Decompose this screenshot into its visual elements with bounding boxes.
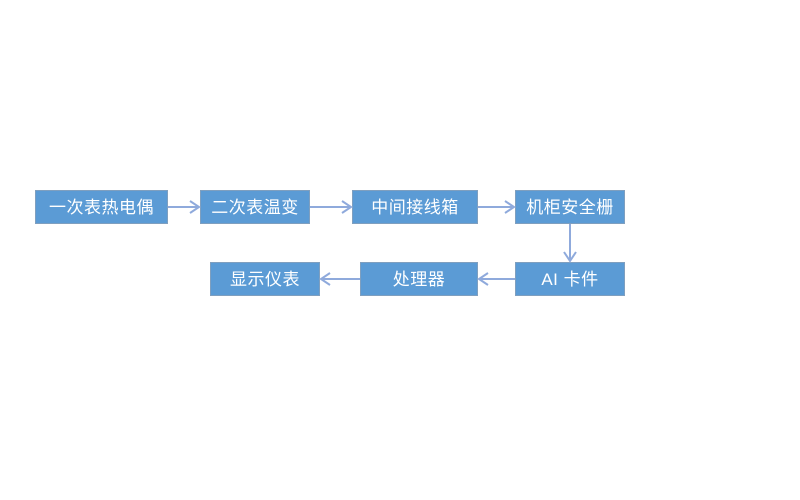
node-transmitter[interactable]: 二次表温变 (200, 190, 310, 224)
node-thermocouple-label: 一次表热电偶 (49, 197, 154, 217)
node-junction-box[interactable]: 中间接线箱 (352, 190, 478, 224)
arrow-thermocouple-to-transmitter (168, 200, 201, 214)
arrow-transmitter-to-junction (310, 200, 353, 214)
arrow-junction-to-barrier (478, 200, 516, 214)
arrow-barrier-to-ai-card (563, 224, 577, 263)
node-processor-label: 处理器 (392, 269, 446, 289)
node-thermocouple[interactable]: 一次表热电偶 (35, 190, 168, 224)
node-cabinet-safety-barrier[interactable]: 机柜安全栅 (515, 190, 625, 224)
node-display-instrument[interactable]: 显示仪表 (210, 262, 320, 296)
arrow-processor-to-display (319, 272, 360, 286)
node-junction-box-label: 中间接线箱 (371, 197, 459, 217)
node-display-instrument-label: 显示仪表 (230, 269, 300, 289)
arrow-ai-card-to-processor (477, 272, 515, 286)
node-processor[interactable]: 处理器 (360, 262, 478, 296)
node-ai-card[interactable]: AI 卡件 (515, 262, 625, 296)
node-transmitter-label: 二次表温变 (211, 197, 299, 217)
node-ai-card-label: AI 卡件 (541, 269, 599, 289)
node-cabinet-safety-barrier-label: 机柜安全栅 (526, 197, 614, 217)
